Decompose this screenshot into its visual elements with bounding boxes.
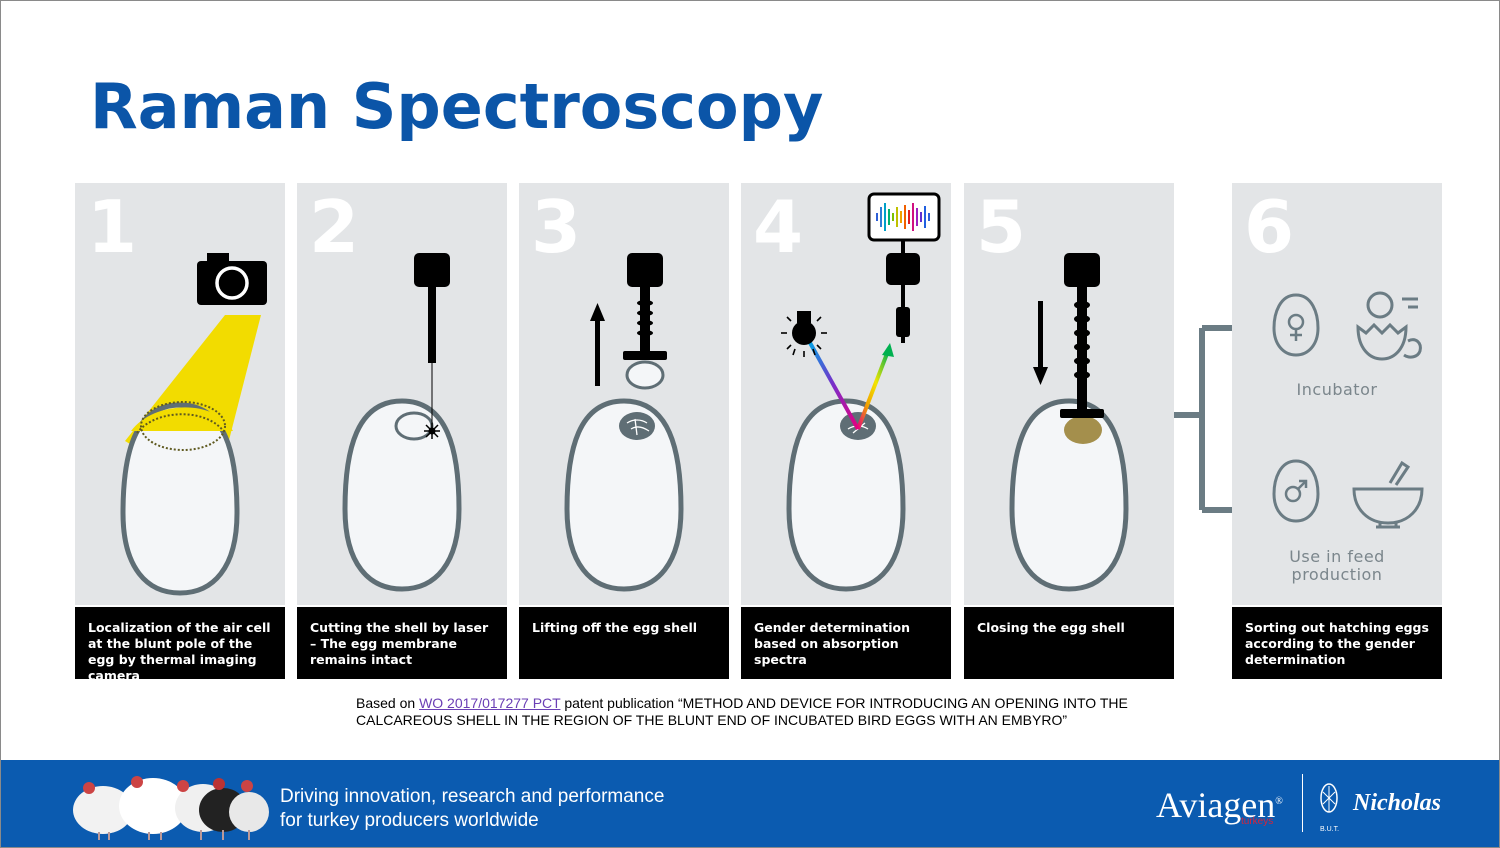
shell-opening <box>619 412 655 440</box>
laser-icon <box>414 253 450 439</box>
arrow-down-icon <box>1033 301 1048 385</box>
tagline-line-1: Driving innovation, research and perform… <box>280 786 665 807</box>
aviagen-logo-text: Aviagen <box>1156 785 1276 825</box>
page-title: Raman Spectroscopy <box>90 70 824 143</box>
egg-outline <box>1009 398 1129 592</box>
footer-banner: Driving innovation, research and perform… <box>1 760 1499 847</box>
step-4-illustration <box>781 192 941 592</box>
step-number: 3 <box>531 185 582 269</box>
aviagen-turkeys-label: turkeys <box>1241 816 1274 827</box>
feed-production-label-1: Use in feed <box>1289 547 1385 566</box>
source-prefix: Based on <box>356 695 420 711</box>
incident-light-beam <box>807 340 860 430</box>
mortar-pestle-icon <box>1352 460 1424 529</box>
but-emblem-icon <box>1320 783 1338 813</box>
turkeys-image <box>73 776 269 840</box>
incubator-label: Incubator <box>1296 380 1378 399</box>
step-3-caption: Lifting off the egg shell <box>519 607 729 679</box>
spectrometer-icon <box>886 253 920 343</box>
female-egg-icon <box>1272 293 1320 357</box>
step-2-panel: 2 <box>297 183 507 605</box>
closing-tool-icon <box>1060 253 1104 418</box>
egg-outline <box>786 398 906 592</box>
arrow-up-icon <box>590 303 605 386</box>
but-label: B.U.T. <box>1320 826 1340 833</box>
step-2-caption: Cutting the shell by laser – The egg mem… <box>297 607 507 679</box>
step-5-panel: 5 <box>964 183 1174 605</box>
egg-outline <box>120 402 240 596</box>
step-number: 2 <box>309 185 360 269</box>
air-cell-marker <box>136 413 226 434</box>
step-6-illustration <box>1272 291 1424 529</box>
step-6-caption: Sorting out hatching eggs according to t… <box>1232 607 1442 679</box>
tagline-line-2: for turkey producers worldwide <box>280 810 539 831</box>
feed-production-label-2: production <box>1291 565 1383 584</box>
step-1-panel: 1 <box>75 183 285 605</box>
egg-outline <box>564 398 684 592</box>
step-5-caption: Closing the egg shell <box>964 607 1174 679</box>
step-6-panel: 6 Incubator Use in feed <box>1232 183 1442 605</box>
camera-icon <box>197 253 267 305</box>
egg-outline <box>342 398 462 592</box>
logo-divider <box>1302 774 1303 832</box>
scattered-light-beam <box>856 350 890 430</box>
step-4-caption: Gender determination based on absorption… <box>741 607 951 679</box>
source-note: Based on WO 2017/017277 PCT patent publi… <box>356 695 1156 729</box>
patent-link[interactable]: WO 2017/017277 PCT <box>419 695 561 711</box>
aviagen-logo: Aviagen® <box>1156 785 1283 825</box>
step-1-illustration <box>120 253 267 596</box>
suction-tool-icon <box>623 253 667 390</box>
spectrum-monitor-icon <box>867 192 941 253</box>
nicholas-logo: Nicholas <box>1353 790 1442 816</box>
step-number: 6 <box>1244 185 1295 269</box>
step-number: 4 <box>753 185 804 269</box>
shell-cap <box>1064 416 1102 444</box>
step-number: 5 <box>976 185 1027 269</box>
source-text: patent publication “METHOD AND DEVICE FO… <box>356 695 1128 728</box>
hatching-chick-icon <box>1356 291 1422 361</box>
step-3-panel: 3 <box>519 183 729 605</box>
step-3-illustration <box>564 253 684 592</box>
male-egg-icon <box>1272 459 1320 523</box>
step-number: 1 <box>87 185 138 269</box>
step-1-caption: Localization of the air cell at the blun… <box>75 607 285 683</box>
step-5-illustration <box>1009 253 1129 592</box>
tagline: Driving innovation, research and perform… <box>280 785 664 833</box>
step-4-panel: 4 <box>741 183 951 605</box>
light-bulb-icon <box>781 311 827 357</box>
step-2-illustration <box>342 253 462 592</box>
